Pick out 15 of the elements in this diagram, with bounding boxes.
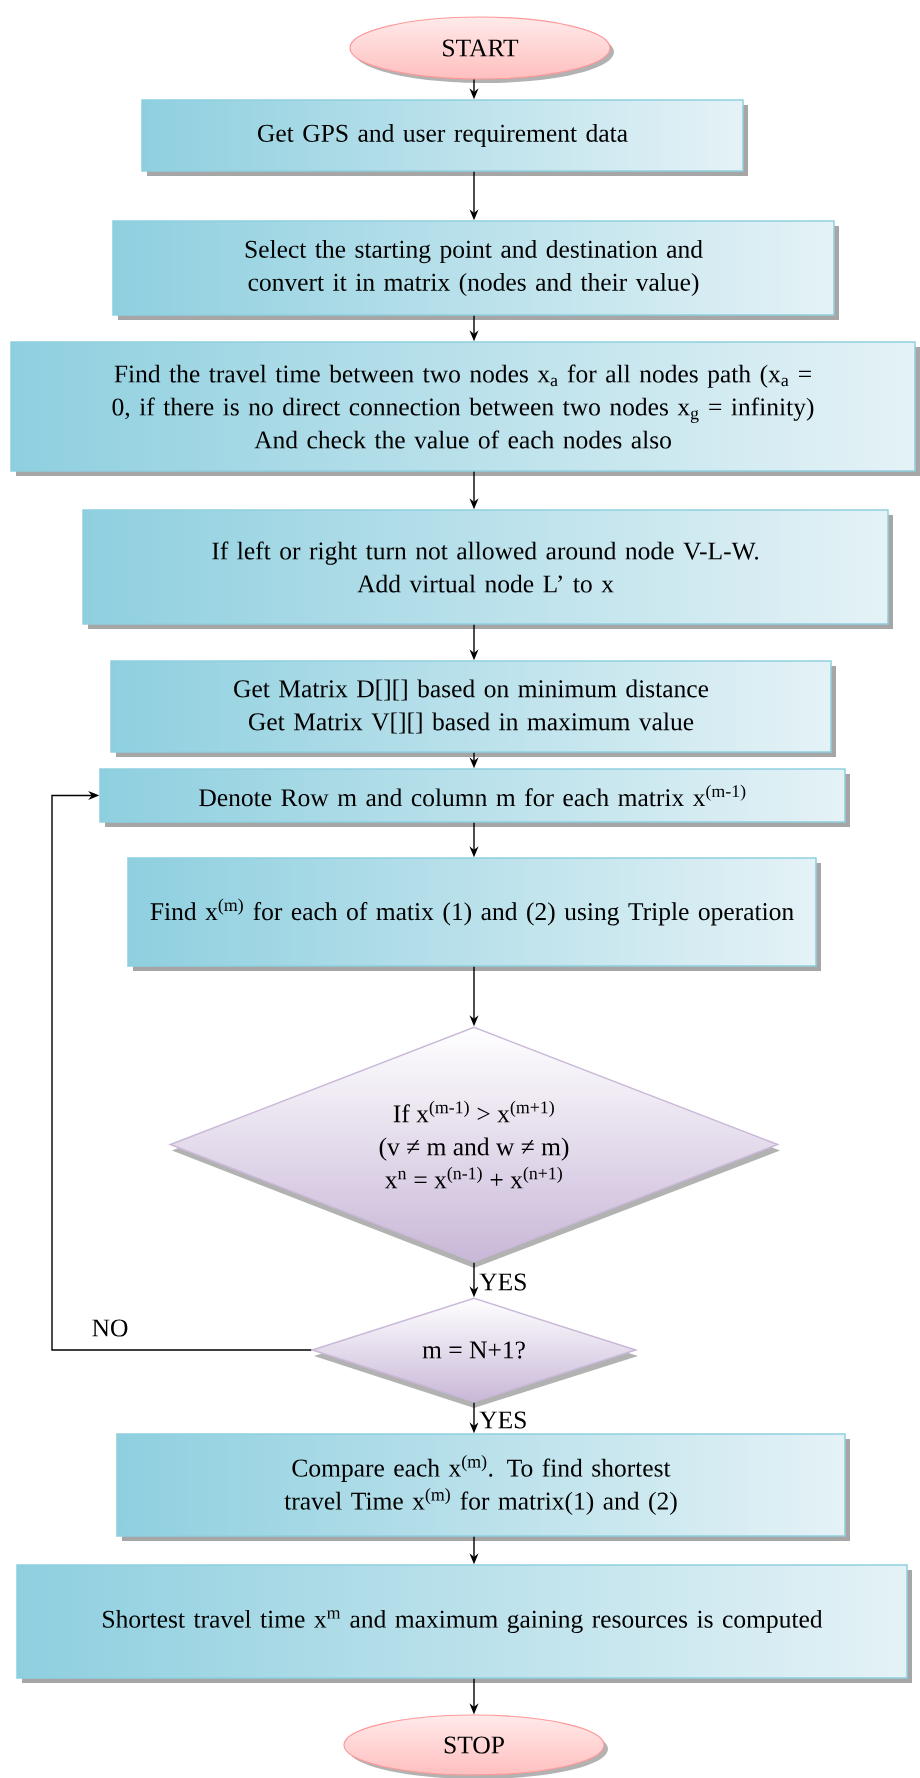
arrow [51, 790, 312, 1351]
process-box: Find the travel time between two nodes x$_{a}$ for all nodes path (x$_{a}$ = 0, if there is no direct connection between two nodes x$_{g}$ = infinity) And check the value of each nodes also [10, 341, 920, 476]
process-box: If left or right turn not allowed around node V-L-W. Add virtual node L’ to x [82, 509, 893, 629]
process-box: Get GPS and user requirement data [141, 99, 748, 176]
edge-label: YES [478, 1272, 529, 1292]
process-box: Shortest travel time x$^{m}$ and maximum gaining resources is computed [16, 1564, 912, 1683]
terminal-oval: START [349, 16, 614, 83]
edge-label: YES [478, 1410, 529, 1430]
process-box: Find x$^{(m)}$ for each of matix (1) and (2) using Triple operation [127, 857, 821, 971]
edge-label: NO [90, 1318, 130, 1338]
process-box: Get Matrix D[][] based on minimum distance Get Matrix V[][] based in maximum value [110, 660, 836, 757]
terminal-oval: STOP [343, 1714, 608, 1778]
process-box: Denote Row m and column m for each matrix x$^{(m-1)}$ [99, 768, 850, 827]
process-box: Select the starting point and destination and convert it in matrix (nodes and their value) [112, 220, 839, 320]
process-box: Compare each x$^{(m)}$. To find shortest travel Time x$^{(m)}$ for matrix(1) and (2) [116, 1433, 850, 1541]
